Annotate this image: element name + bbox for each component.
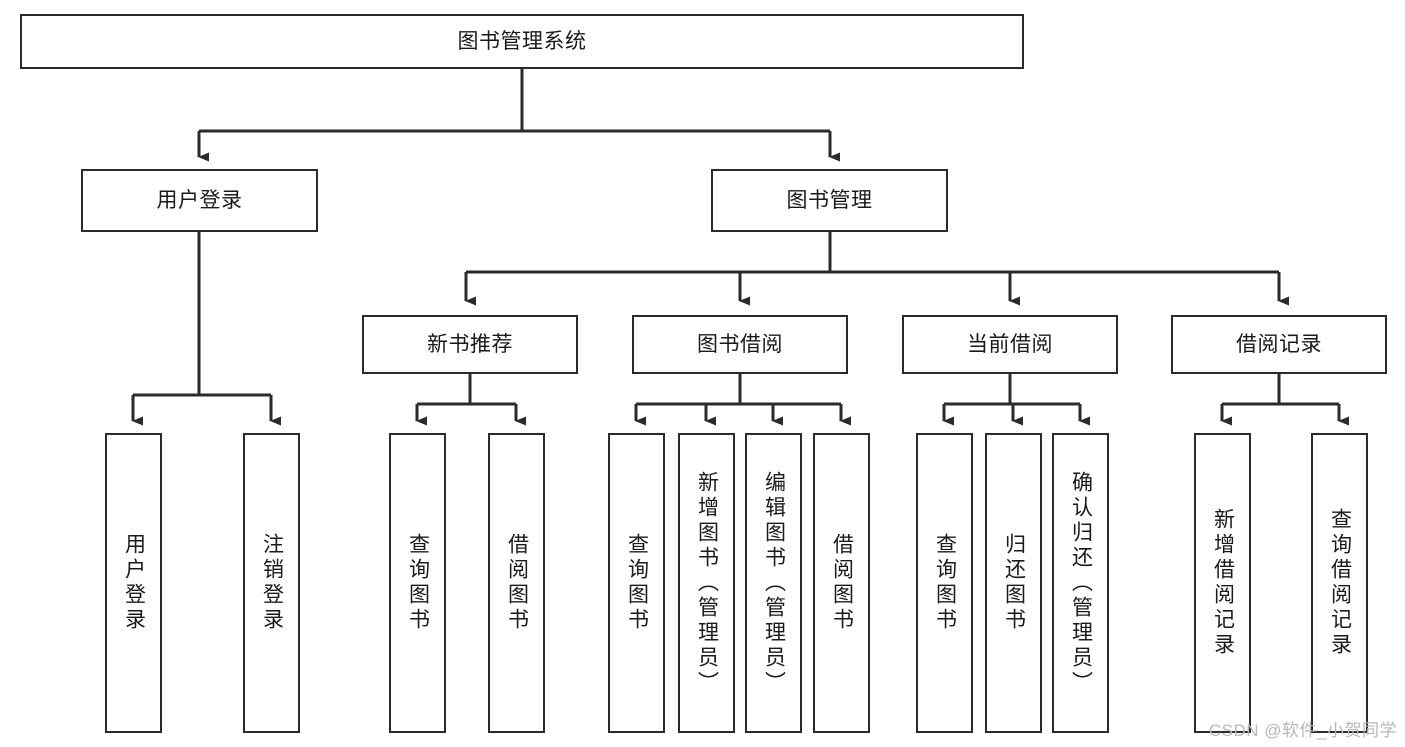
node-current-borrow[interactable]: 当前借阅 [902,315,1118,374]
leaf-query-book-2[interactable]: 查询图书 [608,433,665,733]
leaf-borrow-book-1[interactable]: 借阅图书 [488,433,545,733]
leaf-logout-login[interactable]: 注销登录 [243,433,300,733]
leaf-return-book[interactable]: 归还图书 [985,433,1042,733]
node-new-book-recommend[interactable]: 新书推荐 [362,315,578,374]
node-book-management[interactable]: 图书管理 [711,169,948,232]
leaf-query-book-1[interactable]: 查询图书 [389,433,446,733]
leaf-query-book-3[interactable]: 查询图书 [916,433,973,733]
leaf-borrow-book-2[interactable]: 借阅图书 [813,433,870,733]
leaf-query-borrow-record[interactable]: 查询借阅记录 [1311,433,1368,733]
leaf-add-borrow-record[interactable]: 新增借阅记录 [1194,433,1251,733]
node-book-borrow[interactable]: 图书借阅 [632,315,848,374]
watermark-text: CSDN @软件_小贺同学 [1208,721,1397,740]
node-borrow-record[interactable]: 借阅记录 [1171,315,1387,374]
leaf-user-login[interactable]: 用户登录 [105,433,162,733]
node-user-login[interactable]: 用户登录 [81,169,318,232]
node-root-system[interactable]: 图书管理系统 [20,14,1024,69]
leaf-confirm-return[interactable]: 确认归还（管理员） [1052,433,1109,733]
leaf-edit-book[interactable]: 编辑图书（管理员） [745,433,802,733]
leaf-add-book[interactable]: 新增图书（管理员） [678,433,735,733]
